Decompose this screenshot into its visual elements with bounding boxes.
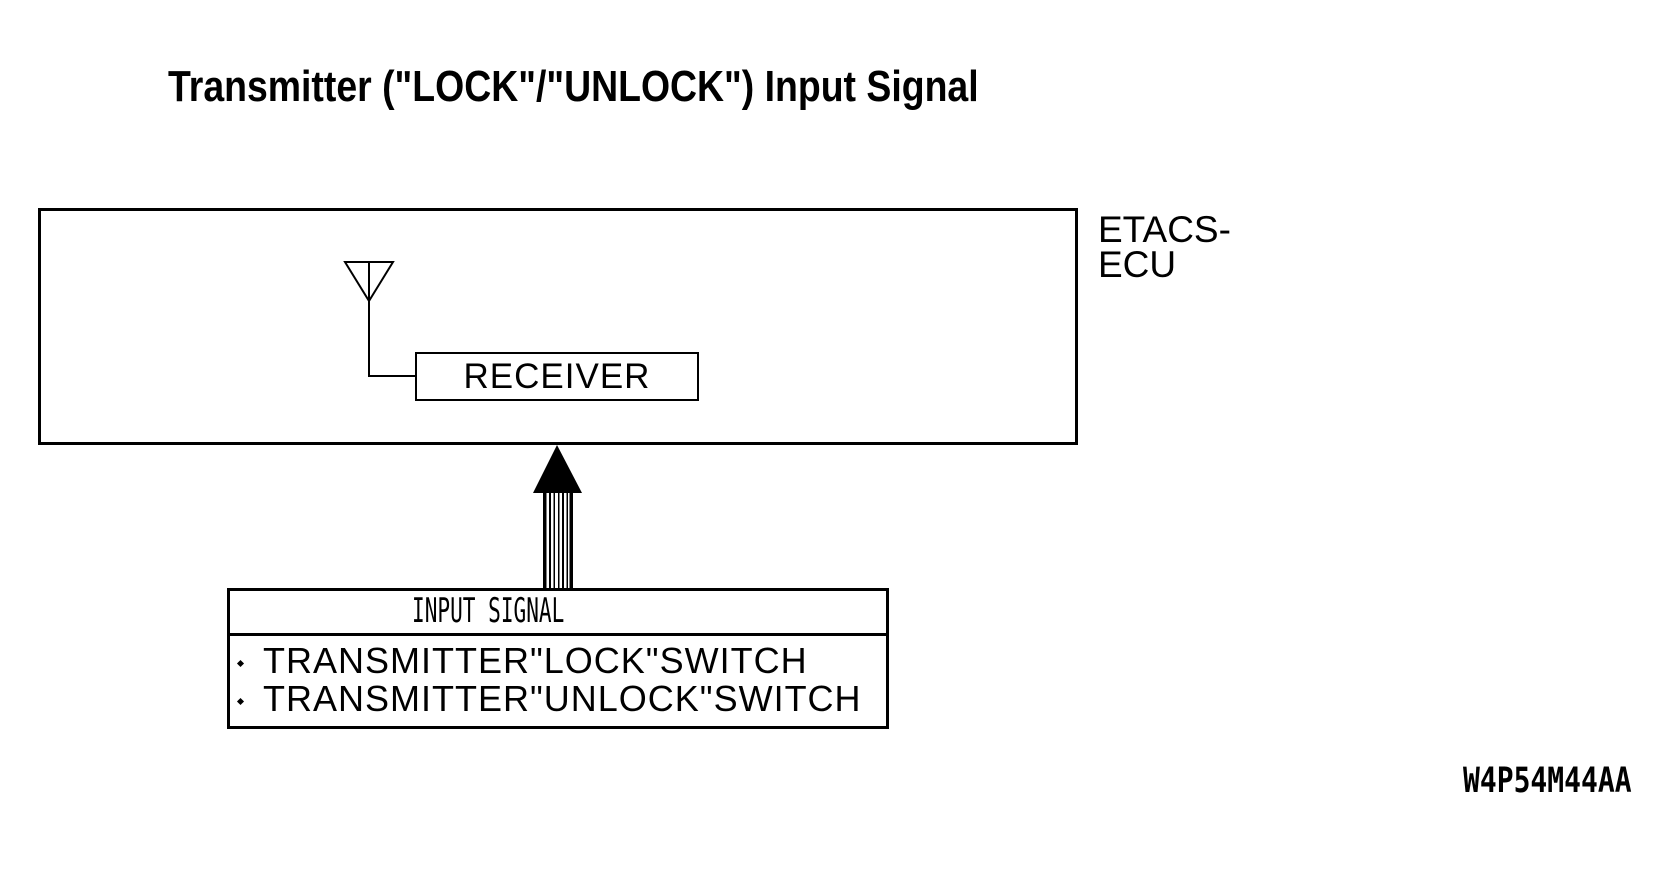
list-item: TRANSMITTER"LOCK"SWITCH (230, 642, 886, 680)
input-signal-list: TRANSMITTER"LOCK"SWITCH TRANSMITTER"UNLO… (230, 642, 886, 718)
page-title: Transmitter ("LOCK"/"UNLOCK") Input Sign… (168, 62, 979, 111)
diamond-bullet-icon (236, 659, 245, 668)
etacs-ecu-box (38, 208, 1078, 445)
receiver-box: RECEIVER (415, 352, 699, 401)
receiver-label: RECEIVER (463, 356, 651, 396)
list-item: TRANSMITTER"UNLOCK"SWITCH (230, 680, 886, 718)
list-item-label: TRANSMITTER"UNLOCK"SWITCH (263, 678, 862, 719)
etacs-ecu-label-line1: ETACS- (1098, 209, 1231, 250)
up-arrow-icon (533, 445, 582, 588)
input-signal-header: INPUT SIGNAL (230, 591, 886, 636)
diamond-bullet-icon (236, 697, 245, 706)
list-item-label: TRANSMITTER"LOCK"SWITCH (263, 640, 808, 681)
input-signal-box: INPUT SIGNAL TRANSMITTER"LOCK"SWITCH TRA… (227, 588, 889, 729)
figure-code: W4P54M44AA (1463, 761, 1632, 801)
etacs-ecu-label: ETACS- ECU (1098, 209, 1231, 285)
etacs-ecu-label-line2: ECU (1098, 244, 1177, 285)
input-signal-header-label: INPUT SIGNAL (412, 591, 565, 631)
